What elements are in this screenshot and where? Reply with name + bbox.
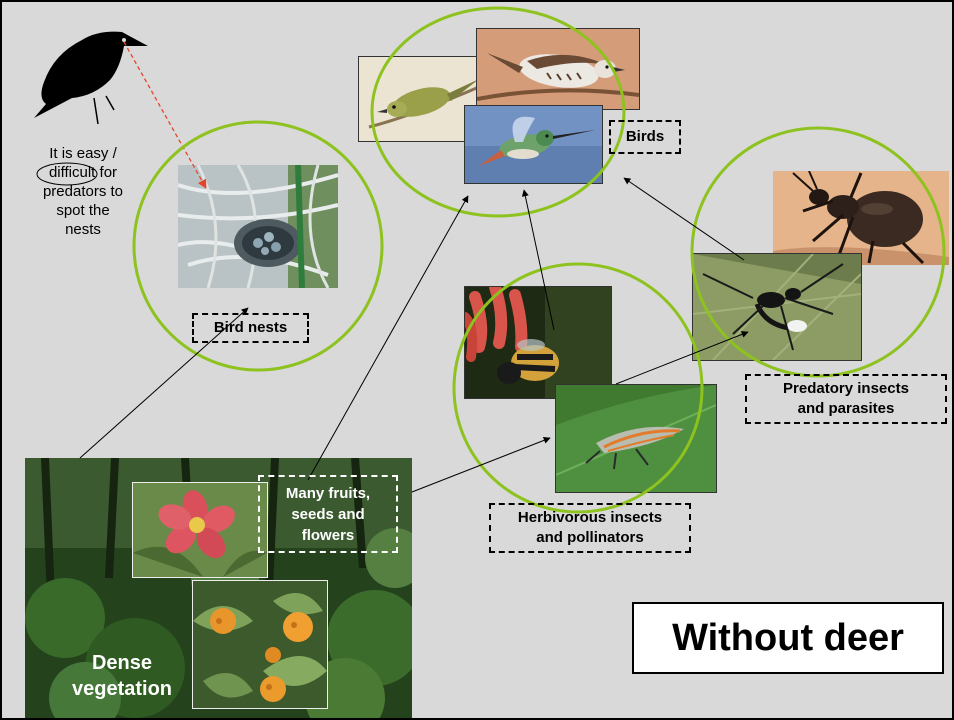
dense-vegetation-label: Dense vegetation <box>52 650 192 702</box>
leafhopper-photo <box>555 384 717 493</box>
caption-line-2: difficult for <box>28 163 138 182</box>
dense-line-2: vegetation <box>52 676 192 702</box>
arrow-predators-to-birds <box>624 178 744 260</box>
birds-label: Birds <box>609 120 681 154</box>
wasp-photo <box>692 253 862 361</box>
predator-caption: It is easy / difficult for predators to … <box>28 144 138 239</box>
bird-nest-photo <box>178 165 338 288</box>
fruits-label: Many fruits, seeds and flowers <box>258 475 398 553</box>
sparrow-photo <box>476 28 640 110</box>
predatory-insects-label: Predatory insects and parasites <box>745 374 947 424</box>
slide-title-box: Without deer <box>632 602 944 674</box>
herbivorous-line-1: Herbivorous insects <box>491 508 689 528</box>
predator-bird-silhouette <box>34 32 148 124</box>
bird-nests-label: Bird nests <box>192 313 309 343</box>
hummingbird-photo <box>464 105 603 184</box>
arrow-fruits-to-herbivores <box>412 438 550 492</box>
bee-photo <box>464 286 612 399</box>
caption-line-3: predators to <box>28 182 138 201</box>
predatory-line-2: and parasites <box>747 399 945 419</box>
bird-nests-text: Bird nests <box>214 319 287 336</box>
caption-circled-word: difficult <box>49 164 95 181</box>
herbivorous-insects-label: Herbivorous insects and pollinators <box>489 503 691 553</box>
dense-line-1: Dense <box>52 650 192 676</box>
slide-title: Without deer <box>672 617 904 660</box>
predatory-line-1: Predatory insects <box>747 379 945 399</box>
caption-line-4: spot the <box>28 201 138 220</box>
herbivorous-line-2: and pollinators <box>491 528 689 548</box>
beetle-photo <box>773 171 949 265</box>
birds-text: Birds <box>626 128 664 145</box>
fruits-line-1: Many fruits, <box>260 483 396 504</box>
caption-line-1: It is easy / <box>28 144 138 163</box>
berries-photo <box>192 580 328 709</box>
caption-line-2-rest: for <box>95 164 117 181</box>
caption-line-5: nests <box>28 220 138 239</box>
fruits-line-2: seeds and <box>260 504 396 525</box>
fruits-line-3: flowers <box>260 525 396 546</box>
flower-photo <box>132 482 268 578</box>
